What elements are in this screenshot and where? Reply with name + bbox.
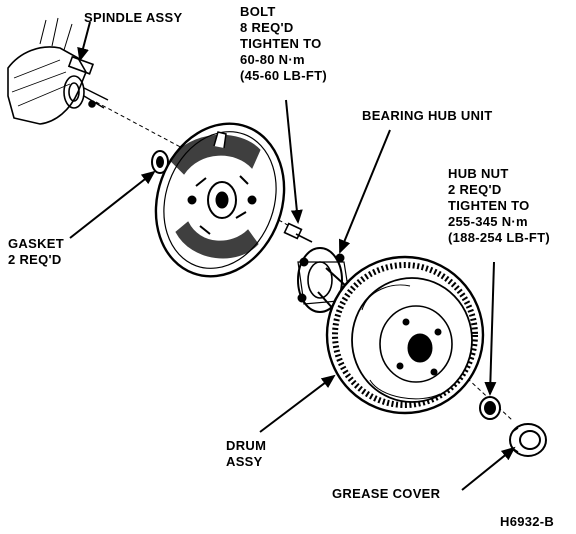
grease-cover xyxy=(509,423,547,457)
label-grease-cover: GREASE COVER xyxy=(332,486,441,501)
leader-lines xyxy=(69,21,516,491)
label-gasket: GASKET 2 REQ'D xyxy=(8,236,64,267)
label-spindle-assy: SPINDLE ASSY xyxy=(84,10,183,25)
spindle-leader xyxy=(77,21,91,62)
hub-nut xyxy=(479,396,501,420)
label-hub-nut: HUB NUT 2 REQ'D TIGHTEN TO 255-345 N·m (… xyxy=(448,166,551,245)
grease-cover-leader xyxy=(461,446,516,491)
bolt-leader xyxy=(285,99,303,224)
hub-nut-leader xyxy=(484,261,497,396)
spindle-assembly xyxy=(7,17,109,125)
label-bolt: BOLT 8 REQ'D TIGHTEN TO 60-80 N·m (45-60… xyxy=(240,4,327,83)
bearing-hub-unit xyxy=(297,247,351,313)
brake-drum xyxy=(325,255,485,415)
bolt xyxy=(283,222,313,243)
gasket-leader xyxy=(69,170,156,239)
label-bearing-hub-unit: BEARING HUB UNIT xyxy=(362,108,493,123)
gasket xyxy=(151,150,169,174)
figure-code: H6932-B xyxy=(500,514,555,529)
label-drum-assy: DRUM ASSY xyxy=(226,438,267,469)
drum-leader xyxy=(259,374,336,433)
backing-plate xyxy=(154,122,286,278)
bearing-hub-leader xyxy=(338,129,391,254)
